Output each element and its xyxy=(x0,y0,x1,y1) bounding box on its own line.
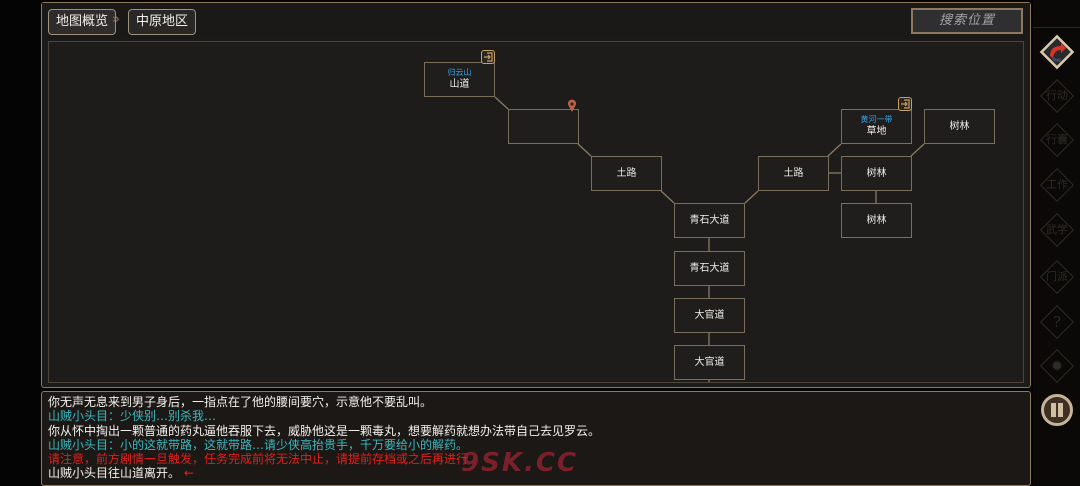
map-node-qingshi-dadao-1[interactable]: 青石大道 xyxy=(674,203,745,238)
map-node-shandao[interactable]: 归云山 山道 xyxy=(424,50,495,97)
message-log[interactable]: 你无声无息来到男子身后，一指点在了他的腰间要穴，示意他不要乱叫。 山贼小头目：少… xyxy=(41,391,1031,486)
breadcrumb-central-plains[interactable]: 中原地区 xyxy=(128,9,197,35)
help-button[interactable]: ? xyxy=(1039,304,1075,340)
node-name: 树林 xyxy=(949,120,970,132)
question-mark-icon: ? xyxy=(1052,313,1062,331)
map-node-daguandao-1[interactable]: 大官道 xyxy=(674,298,745,333)
log-line-warning: 请注意，前方剧情一旦触发，任务完成前将无法中止，请提前存档或之后再进行 xyxy=(48,452,469,467)
martial-arts-button[interactable]: 武学 xyxy=(1039,212,1075,248)
sect-icon: 门派 xyxy=(1046,270,1068,283)
pause-icon-bar-left xyxy=(1051,403,1056,417)
breadcrumb-map-overview[interactable]: 地图概览 xyxy=(48,9,117,35)
map-node-shulin-mid[interactable]: 树林 xyxy=(841,156,912,191)
map-node-daguandao-2[interactable]: 大官道 xyxy=(674,345,745,380)
map-connections xyxy=(494,96,925,382)
log-line: 你从怀中掏出一颗普通的药丸逼他吞服下去，威胁他这是一颗毒丸，想要解药就想办法带自… xyxy=(48,423,601,438)
map-header: 地图概览 » 中原地区 搜索位置 xyxy=(42,3,1030,39)
exit-icon[interactable] xyxy=(481,50,495,64)
node-name: 山道 xyxy=(449,78,470,90)
log-line-last: 山贼小头目往山道离开。← xyxy=(48,466,1024,480)
map-node-caodi[interactable]: 黄河一带 草地 xyxy=(841,97,912,144)
bag-icon: 行囊 xyxy=(1046,133,1068,146)
node-name: 树林 xyxy=(866,167,887,179)
action-icon: 行动 xyxy=(1046,89,1068,102)
map-node-tulu-east[interactable]: 土路 xyxy=(758,156,829,191)
log-line-text: 山贼小头目往山道离开。 xyxy=(48,466,181,481)
node-name: 土路 xyxy=(783,167,804,179)
log-line-dialog: 山贼小头目：小的这就带路，这就带路…请少侠高抬贵手，千万要给小的解药。 xyxy=(48,437,469,452)
craft-button[interactable]: 工作 xyxy=(1039,167,1075,203)
pause-button[interactable] xyxy=(1041,394,1073,426)
arrow-left-icon: ← xyxy=(184,466,195,481)
sect-button[interactable]: 门派 xyxy=(1039,259,1075,295)
return-arrow-icon xyxy=(1039,34,1075,70)
map-node-shulin-south[interactable]: 树林 xyxy=(841,203,912,238)
node-name: 大官道 xyxy=(694,309,725,321)
craft-icon: 工作 xyxy=(1046,178,1068,191)
node-region-label: 黄河一带 xyxy=(860,114,893,124)
map-node-tulu-west[interactable]: 土路 xyxy=(591,156,662,191)
node-region-label: 归云山 xyxy=(447,67,472,77)
bag-button[interactable]: 行囊 xyxy=(1039,122,1075,158)
log-line: 你无声无息来到男子身后，一指点在了他的腰间要穴，示意他不要乱叫。 xyxy=(48,395,433,409)
martial-arts-icon: 武学 xyxy=(1046,223,1068,236)
return-button[interactable] xyxy=(1039,34,1075,70)
map-node-qingshi-dadao-2[interactable]: 青石大道 xyxy=(674,251,745,286)
map-node-shulin-ne[interactable]: 树林 xyxy=(924,109,995,144)
log-line-dialog: 山贼小头目：少侠别…别杀我… xyxy=(48,409,217,424)
exit-icon[interactable] xyxy=(898,97,912,111)
settings-button[interactable]: ✹ xyxy=(1039,348,1075,384)
map-node-current-location[interactable] xyxy=(508,99,579,144)
node-name: 青石大道 xyxy=(689,262,730,274)
breadcrumb-separator-icon: » xyxy=(112,12,120,27)
node-name: 草地 xyxy=(866,125,887,137)
action-button[interactable]: 行动 xyxy=(1039,78,1075,114)
node-name: 大官道 xyxy=(694,356,725,368)
pause-icon-bar-right xyxy=(1058,403,1063,417)
gear-icon: ✹ xyxy=(1050,357,1064,375)
map-window: 地图概览 » 中原地区 搜索位置 xyxy=(41,2,1031,388)
right-sidebar: 行动 行囊 工作 武学 门派 ? ✹ xyxy=(1033,0,1080,486)
search-location-input[interactable]: 搜索位置 xyxy=(911,8,1023,34)
sidebar-top-bar xyxy=(1033,0,1080,28)
watermark: 9SK.CC xyxy=(461,448,579,478)
node-name: 土路 xyxy=(616,167,637,179)
location-pin-icon xyxy=(567,99,577,113)
node-name: 青石大道 xyxy=(689,214,730,226)
map-canvas[interactable]: 归云山 山道 土路 青石大道 土路 黄河一带 草地 xyxy=(48,41,1024,383)
node-name: 树林 xyxy=(866,214,887,226)
